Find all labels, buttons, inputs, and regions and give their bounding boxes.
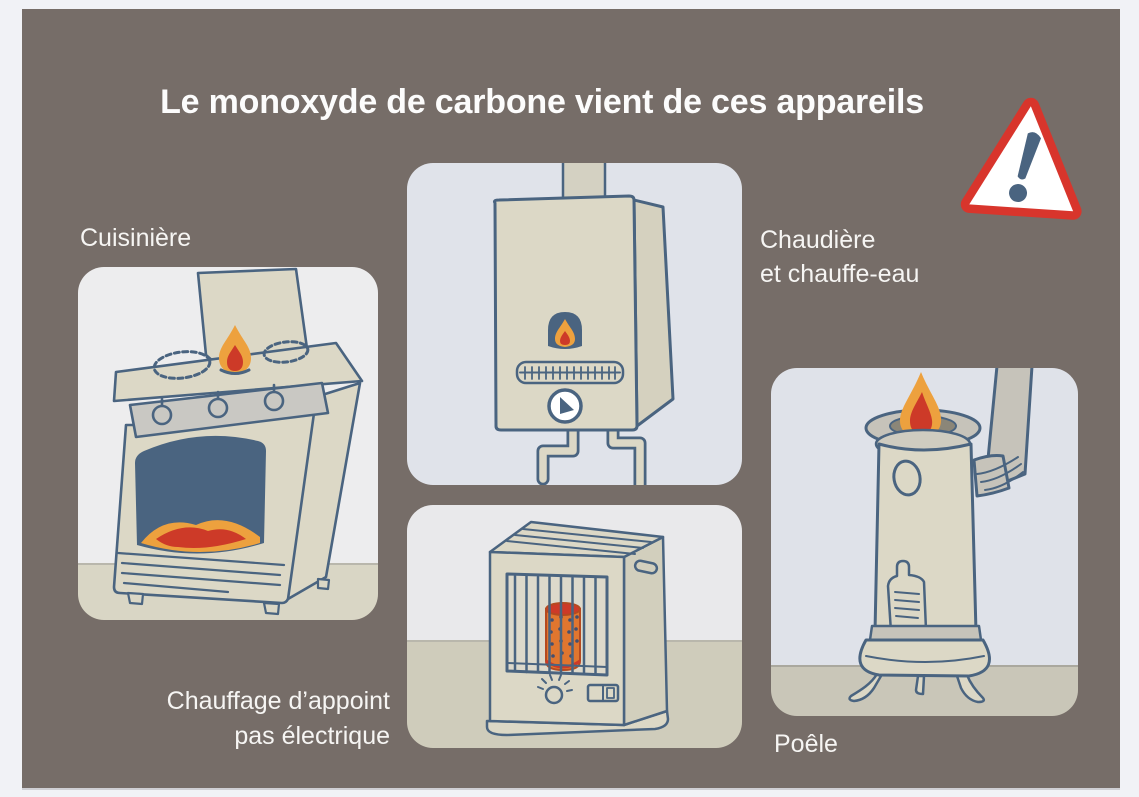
- label-chauffage-appoint: Chauffage d’appoint pas électrique: [60, 684, 390, 754]
- boiler-side: [632, 198, 675, 428]
- boiler-flame-window: [548, 312, 582, 349]
- heater-base: [485, 709, 670, 737]
- label-chaudiere-line1: Chaudière: [760, 226, 876, 254]
- label-chauffage-line2: pas électrique: [234, 722, 390, 750]
- oven-fire: [141, 520, 260, 552]
- heater-grille-bars: [513, 574, 597, 676]
- window-bottom-edge: [22, 788, 1120, 790]
- panel-poele: [771, 368, 1078, 716]
- wall-boiler-illustration: [493, 163, 675, 485]
- exclamation-mark-icon: [1009, 132, 1042, 203]
- gas-cooker-illustration: [112, 267, 364, 616]
- portable-heater-illustration: [485, 520, 670, 737]
- warning-triangle-outline: [960, 97, 1082, 220]
- panel-chaudiere: [407, 163, 742, 485]
- stove-knobs: [151, 383, 285, 426]
- stove-legs: [848, 672, 986, 704]
- label-cuisiniere: Cuisinière: [80, 224, 192, 252]
- woodstove-flame: [900, 372, 942, 437]
- boiler-flue: [561, 163, 607, 203]
- boiler-pipes: [536, 421, 647, 485]
- wood-stove-illustration: [848, 368, 1034, 704]
- label-chaudiere-line2: et chauffe-eau: [760, 260, 920, 288]
- woodstove-base: [858, 638, 991, 678]
- infographic-slide: Le monoxyde de carbone vient de ces appa…: [22, 9, 1120, 788]
- stove-feet: [126, 577, 331, 616]
- woodstove-band: [868, 624, 983, 642]
- panel-cuisiniere: [78, 267, 378, 620]
- heater-side: [622, 535, 669, 727]
- burner-left: [152, 350, 212, 380]
- heater-burner-cylinder: [545, 602, 581, 672]
- label-chaudiere: Chaudière et chauffe-eau: [760, 223, 919, 291]
- cooktop-flame: [219, 325, 251, 375]
- label-poele: Poêle: [774, 730, 838, 758]
- stove-drawer: [116, 551, 286, 594]
- woodstove-vent: [892, 459, 922, 497]
- heater-handle: [633, 559, 659, 575]
- warning-triangle-icon: [960, 97, 1082, 220]
- label-chauffage-line1: Chauffage d’appoint: [166, 687, 390, 715]
- panel-chauffage-appoint: [407, 505, 742, 748]
- burner-right: [262, 340, 310, 364]
- heater-knob: [544, 685, 564, 705]
- page-title: Le monoxyde de carbone vient de ces appa…: [160, 83, 924, 121]
